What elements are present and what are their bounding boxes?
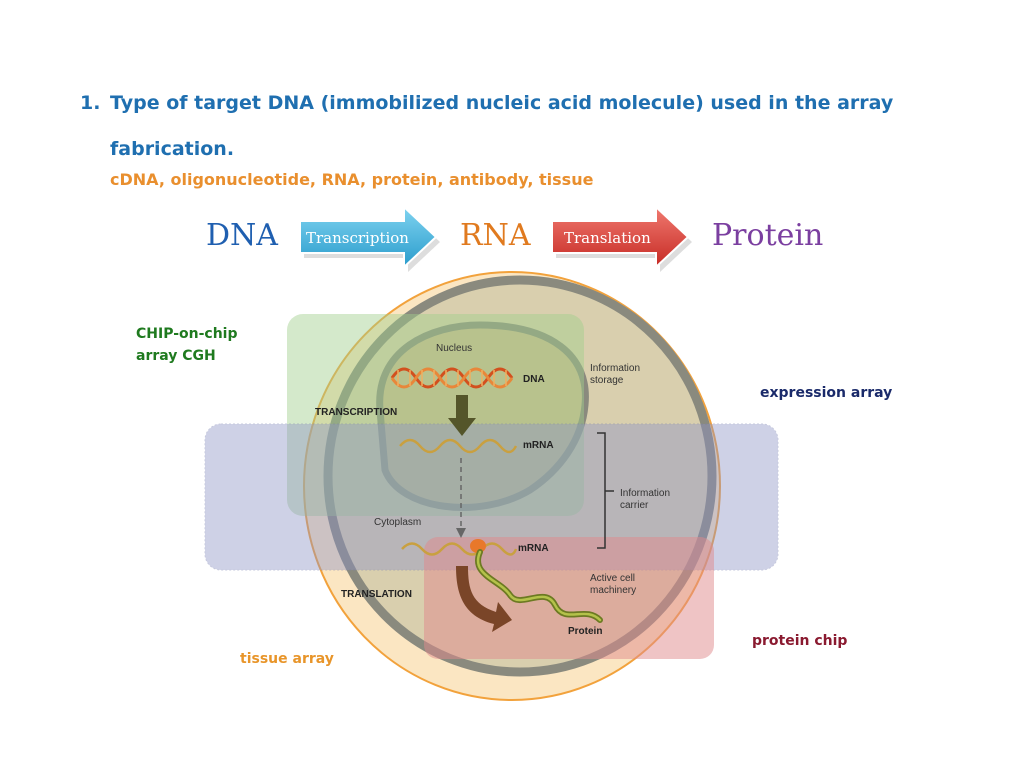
- ribosome: [470, 539, 486, 553]
- translation-label: Translation: [564, 229, 651, 247]
- cytoplasm-label: Cytoplasm: [374, 517, 422, 528]
- dna-label: DNA: [523, 374, 545, 385]
- expression-array-label: expression array: [760, 385, 893, 401]
- active-machinery-label: Active cell machinery: [590, 573, 637, 596]
- translation-curved-arrow: [456, 566, 512, 632]
- flow-dna: DNA: [206, 218, 278, 253]
- target-types: cDNA, oligonucleotide, RNA, protein, ant…: [110, 170, 594, 189]
- cell-diagram: [204, 271, 779, 701]
- mrna-bottom-label: mRNA: [518, 543, 549, 554]
- transcription-stage-label: TRANSCRIPTION: [315, 407, 398, 418]
- expression-array-region: [204, 423, 779, 571]
- tissue-array-label: tissue array: [240, 651, 334, 667]
- info-storage-label: Information storage: [590, 363, 641, 386]
- transcription-label: Transcription: [306, 229, 409, 247]
- mrna-top-strand: [399, 438, 518, 454]
- flow-rna: RNA: [460, 218, 531, 253]
- flow-protein: Protein: [712, 218, 824, 253]
- nucleus-label: Nucleus: [436, 343, 473, 354]
- mrna-top-label: mRNA: [523, 440, 554, 451]
- transcription-down-arrow: [448, 395, 476, 436]
- mrna-bottom-strand: [401, 542, 518, 556]
- info-carrier-label: Information carrier: [620, 488, 671, 511]
- protein-chip-label: protein chip: [752, 633, 848, 649]
- chip-on-chip-label: CHIP-on-chip array CGH: [136, 326, 238, 364]
- transcription-arrow: [299, 205, 440, 272]
- heading-number: 1.: [80, 92, 101, 114]
- dna-helix: [390, 367, 514, 389]
- translation-stage-label: TRANSLATION: [341, 589, 412, 600]
- protein-label: Protein: [568, 626, 603, 637]
- chip-on-chip-region: [287, 314, 584, 516]
- translation-arrow: [551, 205, 692, 272]
- info-carrier-bracket: [597, 432, 614, 549]
- heading-text: Type of target DNA (immobilized nucleic …: [110, 92, 894, 160]
